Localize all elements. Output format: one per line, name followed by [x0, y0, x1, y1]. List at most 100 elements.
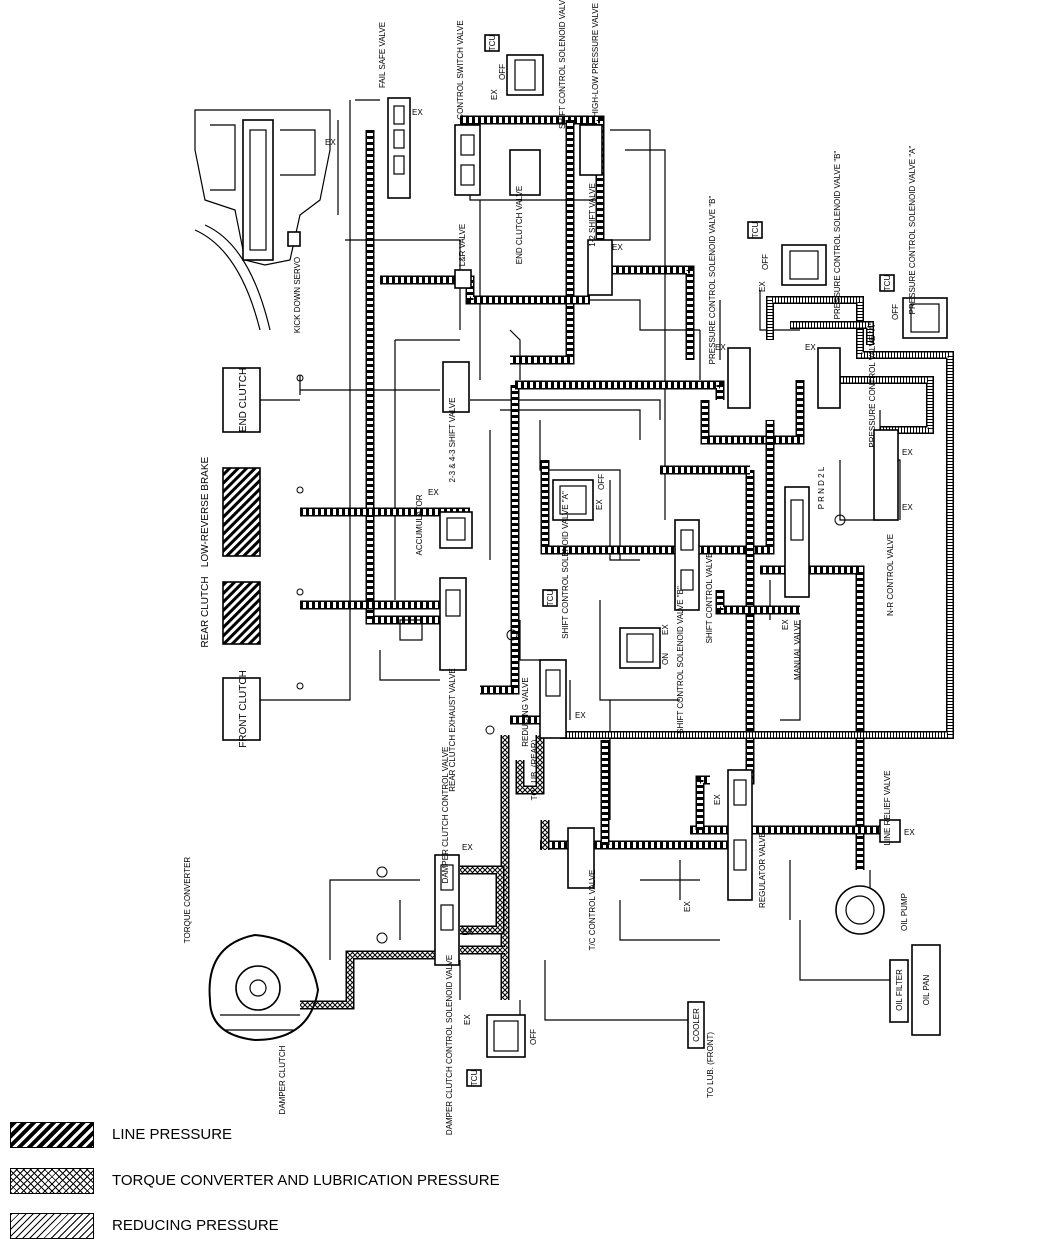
accumulator: ACCUMULATOR EX: [415, 488, 473, 556]
svg-text:REAR CLUTCH EXHAUST VALVE: REAR CLUTCH EXHAUST VALVE: [448, 668, 457, 792]
svg-text:EX: EX: [902, 503, 913, 512]
torque-converter: TORQUE CONVERTER DAMPER CLUTCH: [183, 857, 320, 1114]
svg-text:EX: EX: [463, 1014, 472, 1025]
svg-text:OFF: OFF: [761, 254, 770, 270]
svg-text:DAMPER CLUTCH CONTROL SOLENOID: DAMPER CLUTCH CONTROL SOLENOID VALVE: [445, 955, 454, 1135]
two-three-shift-valve: 2-3 & 4-3 SHIFT VALVE: [442, 361, 470, 483]
legend-label: LINE PRESSURE: [112, 1126, 233, 1143]
pressure-control-valve-a: EX PRESSURE CONTROL VALVE "A": [805, 322, 877, 447]
damper-clutch-solenoid: TCU EX OFF DAMPER CLUTCH CONTROL SOLENOI…: [445, 955, 538, 1135]
low-reverse-brake: LOW-REVERSE BRAKE: [200, 456, 304, 567]
one-two-shift-valve: 1-2 SHIFT VALVE EX: [587, 183, 623, 296]
tc-control-valve: T/C CONTROL VALVE: [567, 827, 597, 951]
svg-text:ON: ON: [661, 653, 670, 665]
svg-text:EX: EX: [683, 901, 692, 912]
svg-text:SHIFT CONTROL SOLENOID VALVE ": SHIFT CONTROL SOLENOID VALVE "A": [561, 491, 570, 639]
shift-control-solenoid-b: EX ON SHIFT CONTROL SOLENOID VALVE "B": [619, 586, 685, 734]
svg-text:EX: EX: [713, 794, 722, 805]
svg-text:TCU: TCU: [751, 222, 760, 239]
svg-text:EX: EX: [758, 281, 767, 292]
svg-text:OFF: OFF: [529, 1029, 538, 1045]
line-pressure-swatch: [10, 1122, 94, 1148]
pressure-control-solenoid-a: TCU OFF PRESSURE CONTROL SOLENOID VALVE …: [879, 146, 948, 339]
svg-text:OIL PAN: OIL PAN: [922, 974, 931, 1005]
svg-text:HIGH-LOW PRESSURE VALVE: HIGH-LOW PRESSURE VALVE: [591, 3, 600, 117]
legend-label: TORQUE CONVERTER AND LUBRICATION PRESSUR…: [112, 1172, 500, 1189]
thin-circuit-lines: [299, 99, 901, 1050]
reducing-pressure-pipes: [560, 296, 954, 739]
svg-text:EX: EX: [904, 828, 915, 837]
svg-text:2-3 & 4-3 SHIFT VALVE: 2-3 & 4-3 SHIFT VALVE: [448, 398, 457, 483]
svg-text:TORQUE CONVERTER: TORQUE CONVERTER: [183, 857, 192, 944]
svg-text:TO LUB. (FRONT): TO LUB. (FRONT): [706, 1032, 715, 1098]
svg-text:OIL PUMP: OIL PUMP: [900, 893, 909, 931]
svg-text:OIL FILTER: OIL FILTER: [895, 969, 904, 1011]
svg-text:OFF: OFF: [597, 474, 606, 490]
lube-pressure-swatch: [10, 1168, 94, 1194]
legend-reducing-pressure: REDUCING PRESSURE: [0, 1213, 1050, 1253]
legend-lube-pressure: TORQUE CONVERTER AND LUBRICATION PRESSUR…: [0, 1168, 1050, 1208]
svg-text:CONTROL SWITCH VALVE: CONTROL SWITCH VALVE: [456, 20, 465, 119]
svg-text:DAMPER CLUTCH: DAMPER CLUTCH: [278, 1045, 287, 1114]
svg-text:1-2 SHIFT VALVE: 1-2 SHIFT VALVE: [588, 183, 597, 247]
rear-clutch: REAR CLUTCH: [200, 576, 304, 648]
svg-text:OFF: OFF: [891, 304, 900, 320]
svg-text:EX: EX: [490, 89, 499, 100]
svg-text:REGULATOR VALVE: REGULATOR VALVE: [758, 832, 767, 908]
svg-text:EX: EX: [412, 108, 423, 117]
pressure-control-solenoid-b: TCU OFF EX PRESSURE CONTROL SOLENOID VAL…: [747, 151, 842, 319]
damper-clutch-control-valve: EX EX DAMPER CLUTCH CONTROL VALVE: [376, 747, 473, 966]
svg-text:COOLER: COOLER: [692, 1008, 701, 1042]
high-low-pressure-valve: HIGH-LOW PRESSURE VALVE: [579, 3, 603, 176]
svg-text:SHIFT CONTROL SOLENOID VALVE ": SHIFT CONTROL SOLENOID VALVE "B": [676, 586, 685, 734]
svg-text:LINE RELIEF VALVE: LINE RELIEF VALVE: [883, 771, 892, 846]
oil-pump: OIL PUMP: [835, 885, 909, 935]
svg-text:TCU: TCU: [488, 35, 497, 52]
svg-text:TCU: TCU: [470, 1070, 479, 1087]
pressure-control-valve-b: EX PRESSURE CONTROL SOLENOID VALVE "B": [708, 196, 751, 409]
svg-text:P R N D 2 L: P R N D 2 L: [817, 466, 826, 509]
svg-text:EX: EX: [462, 843, 473, 852]
end-clutch-valve: END CLUTCH VALVE: [509, 149, 541, 264]
svg-text:EX: EX: [462, 928, 473, 937]
svg-text:EX: EX: [781, 619, 790, 630]
svg-text:EX: EX: [575, 711, 586, 720]
svg-text:SHIFT CONTROL SOLENOID VALVE ": SHIFT CONTROL SOLENOID VALVE "C": [558, 0, 567, 129]
svg-text:EX: EX: [805, 343, 816, 352]
shift-control-solenoid-c: TCU EX OFF SHIFT CONTROL SOLENOID VALVE …: [484, 0, 567, 129]
svg-text:EX: EX: [902, 448, 913, 457]
shift-control-solenoid-a: TCU EX OFF SHIFT CONTROL SOLENOID VALVE …: [542, 474, 606, 639]
front-clutch: FRONT CLUTCH: [222, 670, 304, 748]
svg-text:PRESSURE CONTROL SOLENOID VALV: PRESSURE CONTROL SOLENOID VALVE "B": [708, 196, 717, 365]
control-switch-valve: CONTROL SWITCH VALVE: [454, 20, 481, 196]
svg-text:EX: EX: [595, 499, 604, 510]
svg-text:TCU: TCU: [546, 590, 555, 607]
svg-text:EX: EX: [661, 624, 670, 635]
svg-text:T/C CONTROL VALVE: T/C CONTROL VALVE: [588, 870, 597, 951]
svg-text:FAIL SAFE VALVE: FAIL SAFE VALVE: [378, 22, 387, 88]
legend-label: REDUCING PRESSURE: [112, 1217, 279, 1234]
svg-text:LOW-REVERSE BRAKE: LOW-REVERSE BRAKE: [200, 456, 211, 567]
svg-text:EX: EX: [428, 488, 439, 497]
svg-text:EX: EX: [325, 138, 336, 147]
regulator-valve: EX EX REGULATOR VALVE: [683, 769, 767, 912]
lube-pressure-pipes: [300, 735, 550, 1010]
svg-text:END CLUTCH VALVE: END CLUTCH VALVE: [515, 186, 524, 264]
svg-text:REAR CLUTCH: REAR CLUTCH: [200, 576, 211, 647]
svg-text:MANUAL VALVE: MANUAL VALVE: [793, 620, 802, 680]
svg-text:EX: EX: [715, 343, 726, 352]
svg-text:KICK DOWN SERVO: KICK DOWN SERVO: [293, 257, 302, 333]
svg-text:L&R VALVE: L&R VALVE: [458, 224, 467, 266]
svg-text:OFF: OFF: [498, 64, 507, 80]
kick-down-servo: EX KICK DOWN SERVO: [194, 109, 336, 333]
svg-text:N-R CONTROL VALVE: N-R CONTROL VALVE: [886, 534, 895, 616]
svg-text:TCU: TCU: [883, 275, 892, 292]
line-relief-valve: EX LINE RELIEF VALVE: [879, 771, 915, 846]
rear-clutch-exhaust-valve: REAR CLUTCH EXHAUST VALVE: [399, 577, 518, 792]
oil-filter-pan: OIL FILTER OIL PAN: [889, 944, 941, 1036]
legend-line-pressure: LINE PRESSURE: [0, 1122, 1050, 1162]
svg-text:PRESSURE CONTROL VALVE "A": PRESSURE CONTROL VALVE "A": [868, 322, 877, 447]
reducing-pressure-swatch: [10, 1213, 94, 1239]
svg-text:ACCUMULATOR: ACCUMULATOR: [415, 494, 424, 555]
